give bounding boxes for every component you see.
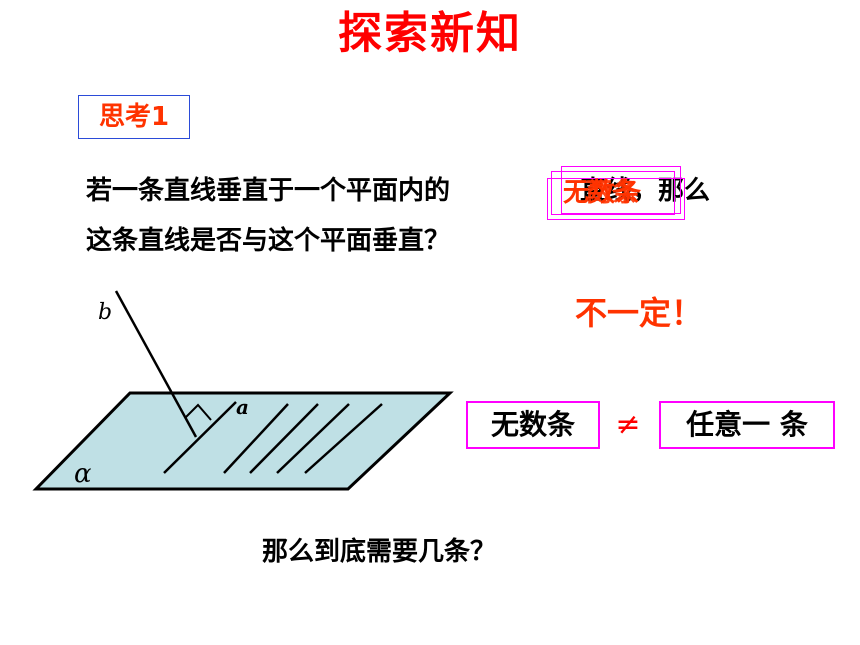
label-b: b [98,300,112,325]
label-a: a [236,395,249,419]
compare-left-box: 无数条 [466,401,600,449]
page-title: 探索新知 [338,8,522,59]
question-line-1-after: 直线，那么 [580,176,711,206]
parallel-line-3 [276,403,350,474]
not-equal-symbol: ≠ [615,407,641,442]
overlay-box-outer [547,178,685,220]
bottom-question: 那么到底需要几条？ [262,537,497,567]
answer-text: 不一定！ [575,294,704,332]
right-angle-mark [184,403,212,421]
overlay-box-inner [561,166,681,214]
line-b-above [114,290,198,438]
question-line-1: 若一条直线垂直于一个平面内的 直线，那么 [86,174,710,208]
question-line-2: 这条直线是否与这个平面垂直？ [86,226,451,256]
overlay-text-liangtiao: 两条 [586,178,639,208]
label-alpha: α [74,459,92,489]
overlay-box [551,171,675,215]
think-label-box: 思考1 [78,95,190,139]
plane-alpha [32,391,454,491]
line-a [163,401,237,474]
parallel-line-4 [304,403,383,474]
question-line-1-before: 若一条直线垂直于一个平面内的 [86,176,451,206]
parallel-line-2 [249,403,319,474]
parallel-line-1 [223,403,289,474]
overlay-text-wushutiao: 无数条 [563,178,642,208]
compare-right-box: 任意一 条 [659,401,835,449]
